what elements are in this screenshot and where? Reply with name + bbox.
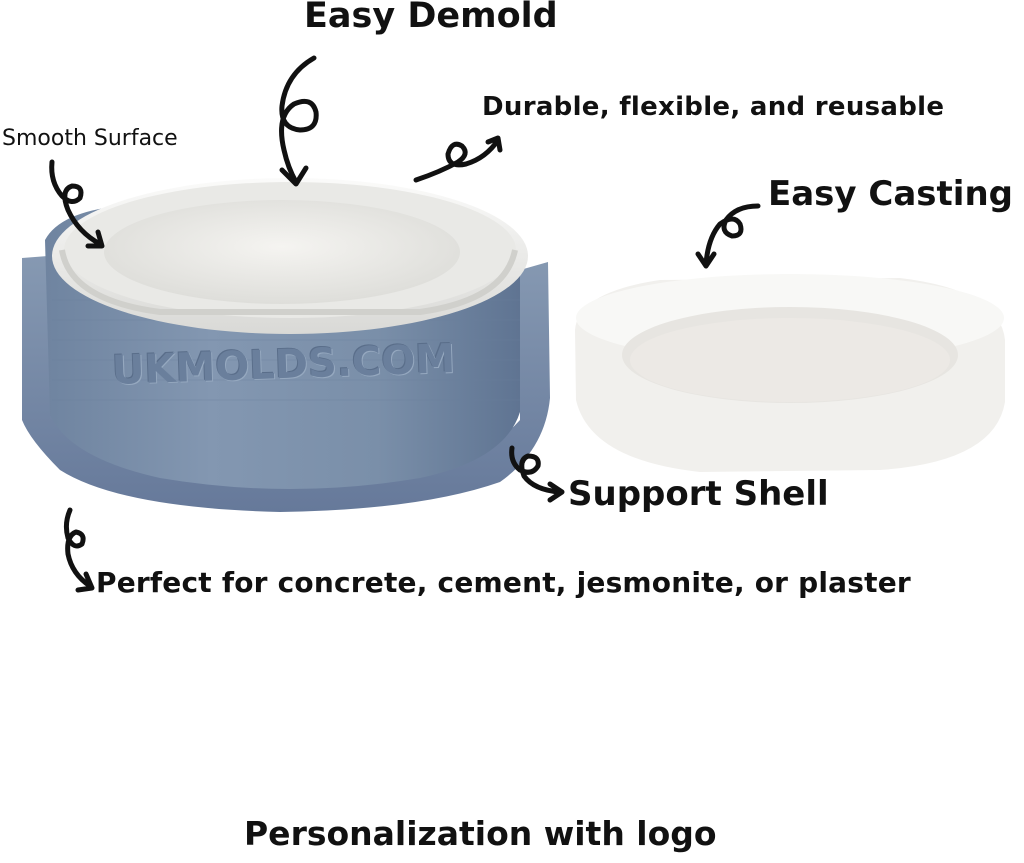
- silicone-mold: [575, 274, 1005, 472]
- curly-arrow-icon: [63, 507, 95, 593]
- label-smooth-surface: Smooth Surface: [2, 126, 178, 151]
- silicone-insert: [52, 178, 528, 334]
- label-durable: Durable, flexible, and reusable: [482, 92, 945, 122]
- curly-arrow-icon: [49, 159, 105, 249]
- curly-arrow-icon: [279, 55, 319, 187]
- curly-arrow-icon: [413, 135, 503, 183]
- label-perfect-for: Perfect for concrete, cement, jesmonite,…: [96, 566, 911, 599]
- label-support-shell: Support Shell: [568, 474, 829, 514]
- curly-arrow-icon: [509, 445, 565, 503]
- label-easy-demold: Easy Demold: [304, 0, 558, 36]
- label-easy-casting: Easy Casting: [768, 174, 1013, 214]
- curly-arrow-icon: [695, 203, 761, 269]
- label-personalization: Personalization with logo: [244, 814, 717, 853]
